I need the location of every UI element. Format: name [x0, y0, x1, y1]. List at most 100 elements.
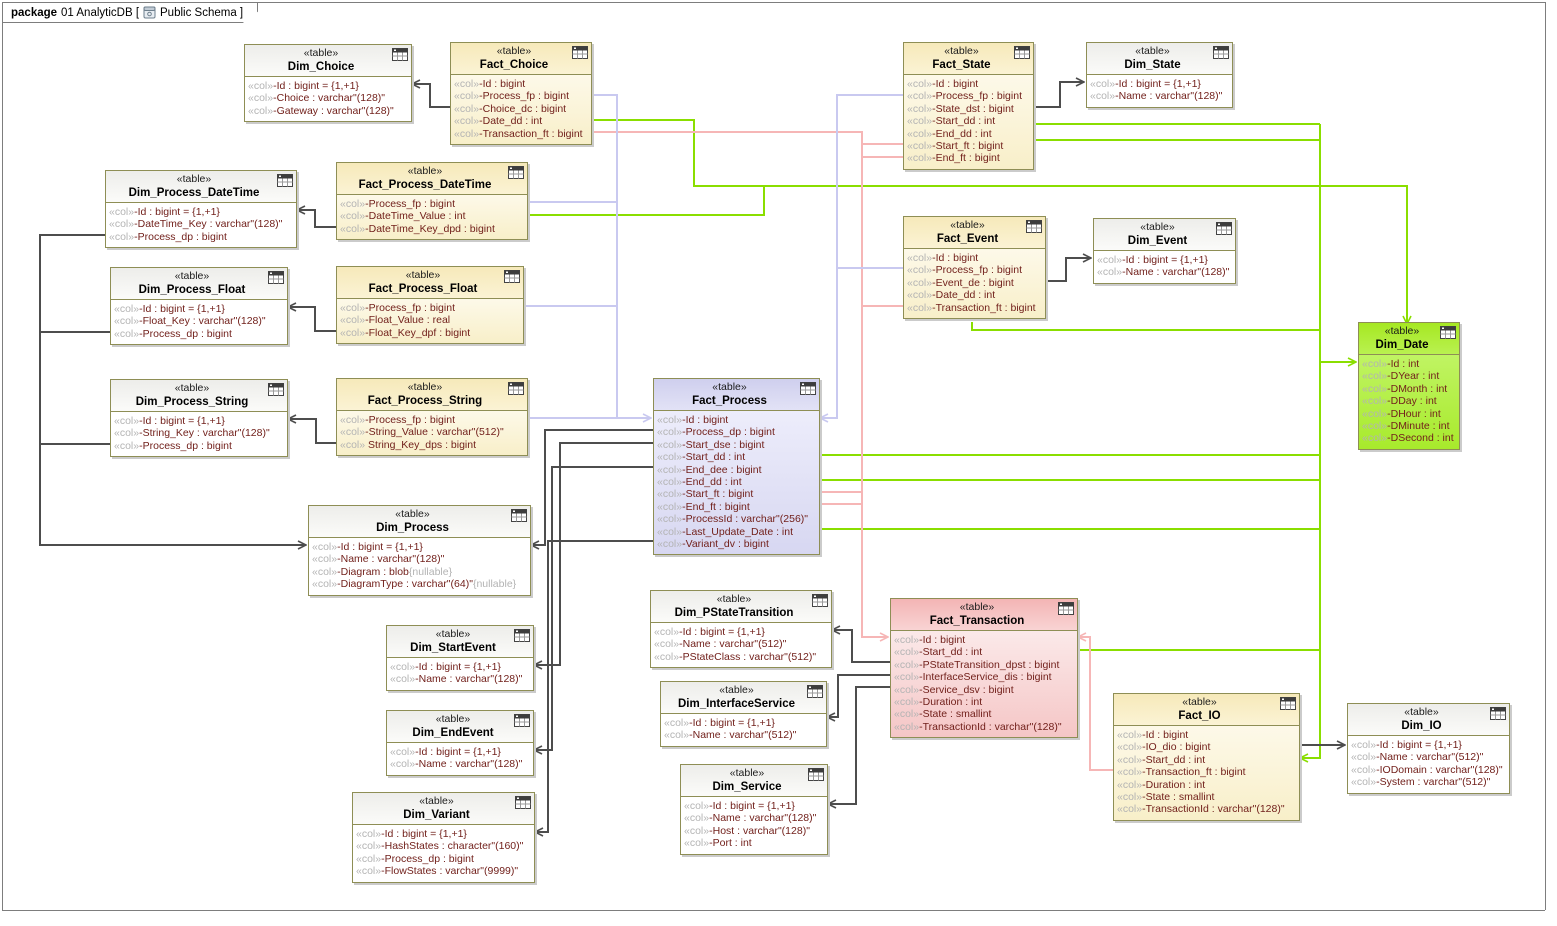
column-row[interactable]: «col»-Process_fp : bigint [340, 198, 455, 210]
table-Dim_IO[interactable]: «table»Dim_IO«col»-Id : bigint = {1,+1}«… [1347, 703, 1510, 794]
table-header[interactable]: «table»Fact_Transaction [891, 599, 1077, 631]
table-header[interactable]: «table»Dim_EndEvent [387, 711, 533, 743]
column-row[interactable]: «col»-Id : int [1362, 358, 1420, 370]
table-Dim_Process_Float[interactable]: «table»Dim_Process_Float«col»-Id : bigin… [110, 267, 288, 346]
table-Fact_Choice[interactable]: «table»Fact_Choice«col»-Id : bigint«col»… [450, 42, 592, 146]
table-Dim_Process_DateTime[interactable]: «table»Dim_Process_DateTime«col»-Id : bi… [105, 170, 297, 249]
connector-green[interactable] [526, 187, 765, 216]
connector-lavender[interactable] [590, 94, 651, 418]
column-row[interactable]: «col»-TransactionId : varchar"(128)" [894, 720, 1062, 733]
column-row[interactable]: «col»-Id : bigint = {1,+1} [114, 415, 225, 427]
column-row[interactable]: «col»-Float_Key : varchar"(128)" [114, 315, 266, 328]
table-Dim_Event[interactable]: «table»Dim_Event «col»-Id : bigint = {1,+… [1093, 218, 1236, 284]
column-row[interactable]: «col»-Start_ft : bigint [907, 140, 1004, 153]
column-row[interactable]: «col»-Name : varchar"(128)" [312, 553, 445, 566]
column-row[interactable]: «col»-Diagram : blob{nullable} [312, 565, 453, 578]
connector-green[interactable] [1300, 124, 1321, 758]
column-row[interactable]: «col»-Choice : varchar"(128)" [248, 92, 386, 105]
table-header[interactable]: «table»Fact_State [904, 43, 1033, 75]
column-row[interactable]: «col»-Id : bigint = {1,+1} [312, 541, 423, 553]
connector-pink[interactable] [1078, 637, 1113, 771]
column-row[interactable]: «col»-End_ft : bigint [657, 500, 750, 513]
column-row[interactable]: «col»-Event_de : bigint [907, 276, 1014, 289]
connector-dark[interactable] [832, 630, 890, 663]
column-row[interactable]: «col»-Float_Value : real [340, 314, 451, 327]
table-header[interactable]: «table»Fact_Choice [451, 43, 591, 75]
column-row[interactable]: «col»-Float_Key_dpf : bigint [340, 326, 471, 339]
column-row[interactable]: «col»-Id : bigint = {1,+1} [248, 80, 359, 92]
column-row[interactable]: «col»-Id : bigint [1117, 729, 1189, 741]
table-Fact_Event[interactable]: «table»Fact_Event«col»-Id : bigint«col»-… [903, 216, 1046, 320]
table-header[interactable]: «table»Fact_Event [904, 217, 1045, 249]
table-header[interactable]: «table»Dim_Event [1094, 219, 1235, 251]
column-row[interactable]: «col»-PStateClass : varchar"(512)" [654, 650, 817, 663]
connector-dark[interactable] [288, 419, 336, 444]
table-header[interactable]: «table»Fact_Process_DateTime [337, 163, 527, 195]
column-row[interactable]: «col»-Process_fp : bigint [340, 302, 455, 314]
column-row[interactable]: «col»-End_dd : int [657, 476, 742, 489]
column-row[interactable]: «col»-Variant_dv : bigint [657, 538, 769, 551]
column-row[interactable]: «col»-Duration : int [1117, 778, 1206, 791]
column-row[interactable]: «col»-Name : varchar"(128)" [390, 758, 523, 771]
column-row[interactable]: «col»-PStateTransition_dpst : bigint [894, 658, 1060, 671]
table-header[interactable]: «table»Dim_Variant [353, 793, 534, 825]
column-row[interactable]: «col»-Process_dp : bigint [109, 230, 227, 243]
column-row[interactable]: «col»-HashStates : character"(160)" [356, 840, 524, 853]
column-row[interactable]: «col»-State : smallint [894, 708, 992, 721]
column-row[interactable]: «col»-Port : int [684, 837, 752, 850]
column-row[interactable]: «col»-Gateway : varchar"(128)" [248, 104, 394, 117]
column-row[interactable]: «col»-Id : bigint = {1,+1} [356, 828, 467, 840]
column-row[interactable]: «col»-Last_Update_Date : int [657, 525, 794, 538]
column-row[interactable]: «col»-String_Key : varchar"(128)" [114, 427, 270, 440]
column-row[interactable]: «col»-Id : bigint [894, 634, 966, 646]
table-header[interactable]: «table»Dim_PStateTransition [651, 591, 831, 623]
column-row[interactable]: «col»-Name : varchar"(128)" [390, 673, 523, 686]
table-Dim_Process_String[interactable]: «table»Dim_Process_String «col»-Id : bigi… [110, 379, 288, 458]
column-row[interactable]: «col»-Id : bigint [454, 78, 526, 90]
column-row[interactable]: «col»-DSecond : int [1362, 432, 1454, 445]
table-Dim_Date[interactable]: «table»Dim_Date«col»-Id : int«col»-DYear… [1358, 322, 1460, 450]
table-Dim_PStateTransition[interactable]: «table»Dim_PStateTransition «col»-Id : bi… [650, 590, 832, 669]
table-header[interactable]: «table»Dim_Date [1359, 323, 1459, 355]
column-row[interactable]: «col»-Name : varchar"(512)" [654, 638, 787, 651]
table-Fact_State[interactable]: «table»Fact_State«col»-Id : bigint«col»-… [903, 42, 1034, 170]
column-row[interactable]: «col»-Id : bigint = {1,+1} [1097, 254, 1208, 266]
column-row[interactable]: «col»-Date_dd : int [907, 289, 996, 302]
column-row[interactable]: «col»-End_ft : bigint [907, 152, 1000, 165]
column-row[interactable]: «col»-Name : varchar"(512)" [1351, 751, 1484, 764]
connector-dark[interactable] [297, 210, 336, 228]
column-row[interactable]: «col»-Id : bigint = {1,+1} [114, 303, 225, 315]
table-Fact_IO[interactable]: «table»Fact_IO«col»-Id : bigint«col»-IO_… [1113, 693, 1300, 821]
connector-dark[interactable] [1044, 258, 1091, 282]
table-Dim_Service[interactable]: «table»Dim_Service«col»-Id : bigint = {1… [680, 764, 828, 855]
connector-dark[interactable] [534, 466, 653, 750]
column-row[interactable]: «col»-State : smallint [1117, 791, 1215, 804]
connector-pink[interactable] [590, 131, 888, 637]
column-row[interactable]: «col»-FlowStates : varchar"(9999)" [356, 865, 519, 878]
table-header[interactable]: «table»Dim_InterfaceService [661, 682, 826, 714]
column-row[interactable]: «col»-DateTime_Key_dpd : bigint [340, 222, 495, 235]
column-row[interactable]: «col»-Start_dd : int [1117, 753, 1206, 766]
table-Fact_Process_String[interactable]: «table»Fact_Process_String«col»-Process_… [336, 378, 528, 457]
table-header[interactable]: «table»Dim_Choice [245, 45, 411, 77]
column-row[interactable]: «col»-System : varchar"(512)" [1351, 776, 1491, 789]
table-header[interactable]: «table»Fact_Process_String [337, 379, 527, 411]
table-header[interactable]: «table»Dim_IO [1348, 704, 1509, 736]
column-row[interactable]: «col»-Id : bigint [657, 414, 729, 426]
table-header[interactable]: «table»Dim_Process_String [111, 380, 287, 412]
column-row[interactable]: «col»-IODomain : varchar"(128)" [1351, 763, 1503, 776]
connector-dark[interactable] [827, 674, 890, 717]
table-Dim_State[interactable]: «table»Dim_State«col»-Id : bigint = {1,+… [1086, 42, 1233, 108]
table-Fact_Process_DateTime[interactable]: «table»Fact_Process_DateTime «col»-Proces… [336, 162, 528, 241]
column-row[interactable]: «col»-Id : bigint = {1,+1} [1090, 78, 1201, 90]
connector-green[interactable] [971, 322, 1320, 331]
table-header[interactable]: «table»Dim_Service [681, 765, 827, 797]
column-row[interactable]: «col»-Id : bigint = {1,+1} [1351, 739, 1462, 751]
column-row[interactable]: «col»-Duration : int [894, 696, 983, 709]
column-row[interactable]: «col»-Start_dd : int [894, 646, 983, 659]
column-row[interactable]: «col»-End_dee : bigint [657, 463, 762, 476]
table-Dim_InterfaceService[interactable]: «table»Dim_InterfaceService«col»-Id : bi… [660, 681, 827, 747]
column-row[interactable]: «col»-TransactionId : varchar"(128)" [1117, 803, 1285, 816]
column-row[interactable]: «col»-Transaction_ft : bigint [1117, 766, 1246, 779]
column-row[interactable]: «col»-Id : bigint = {1,+1} [654, 626, 765, 638]
